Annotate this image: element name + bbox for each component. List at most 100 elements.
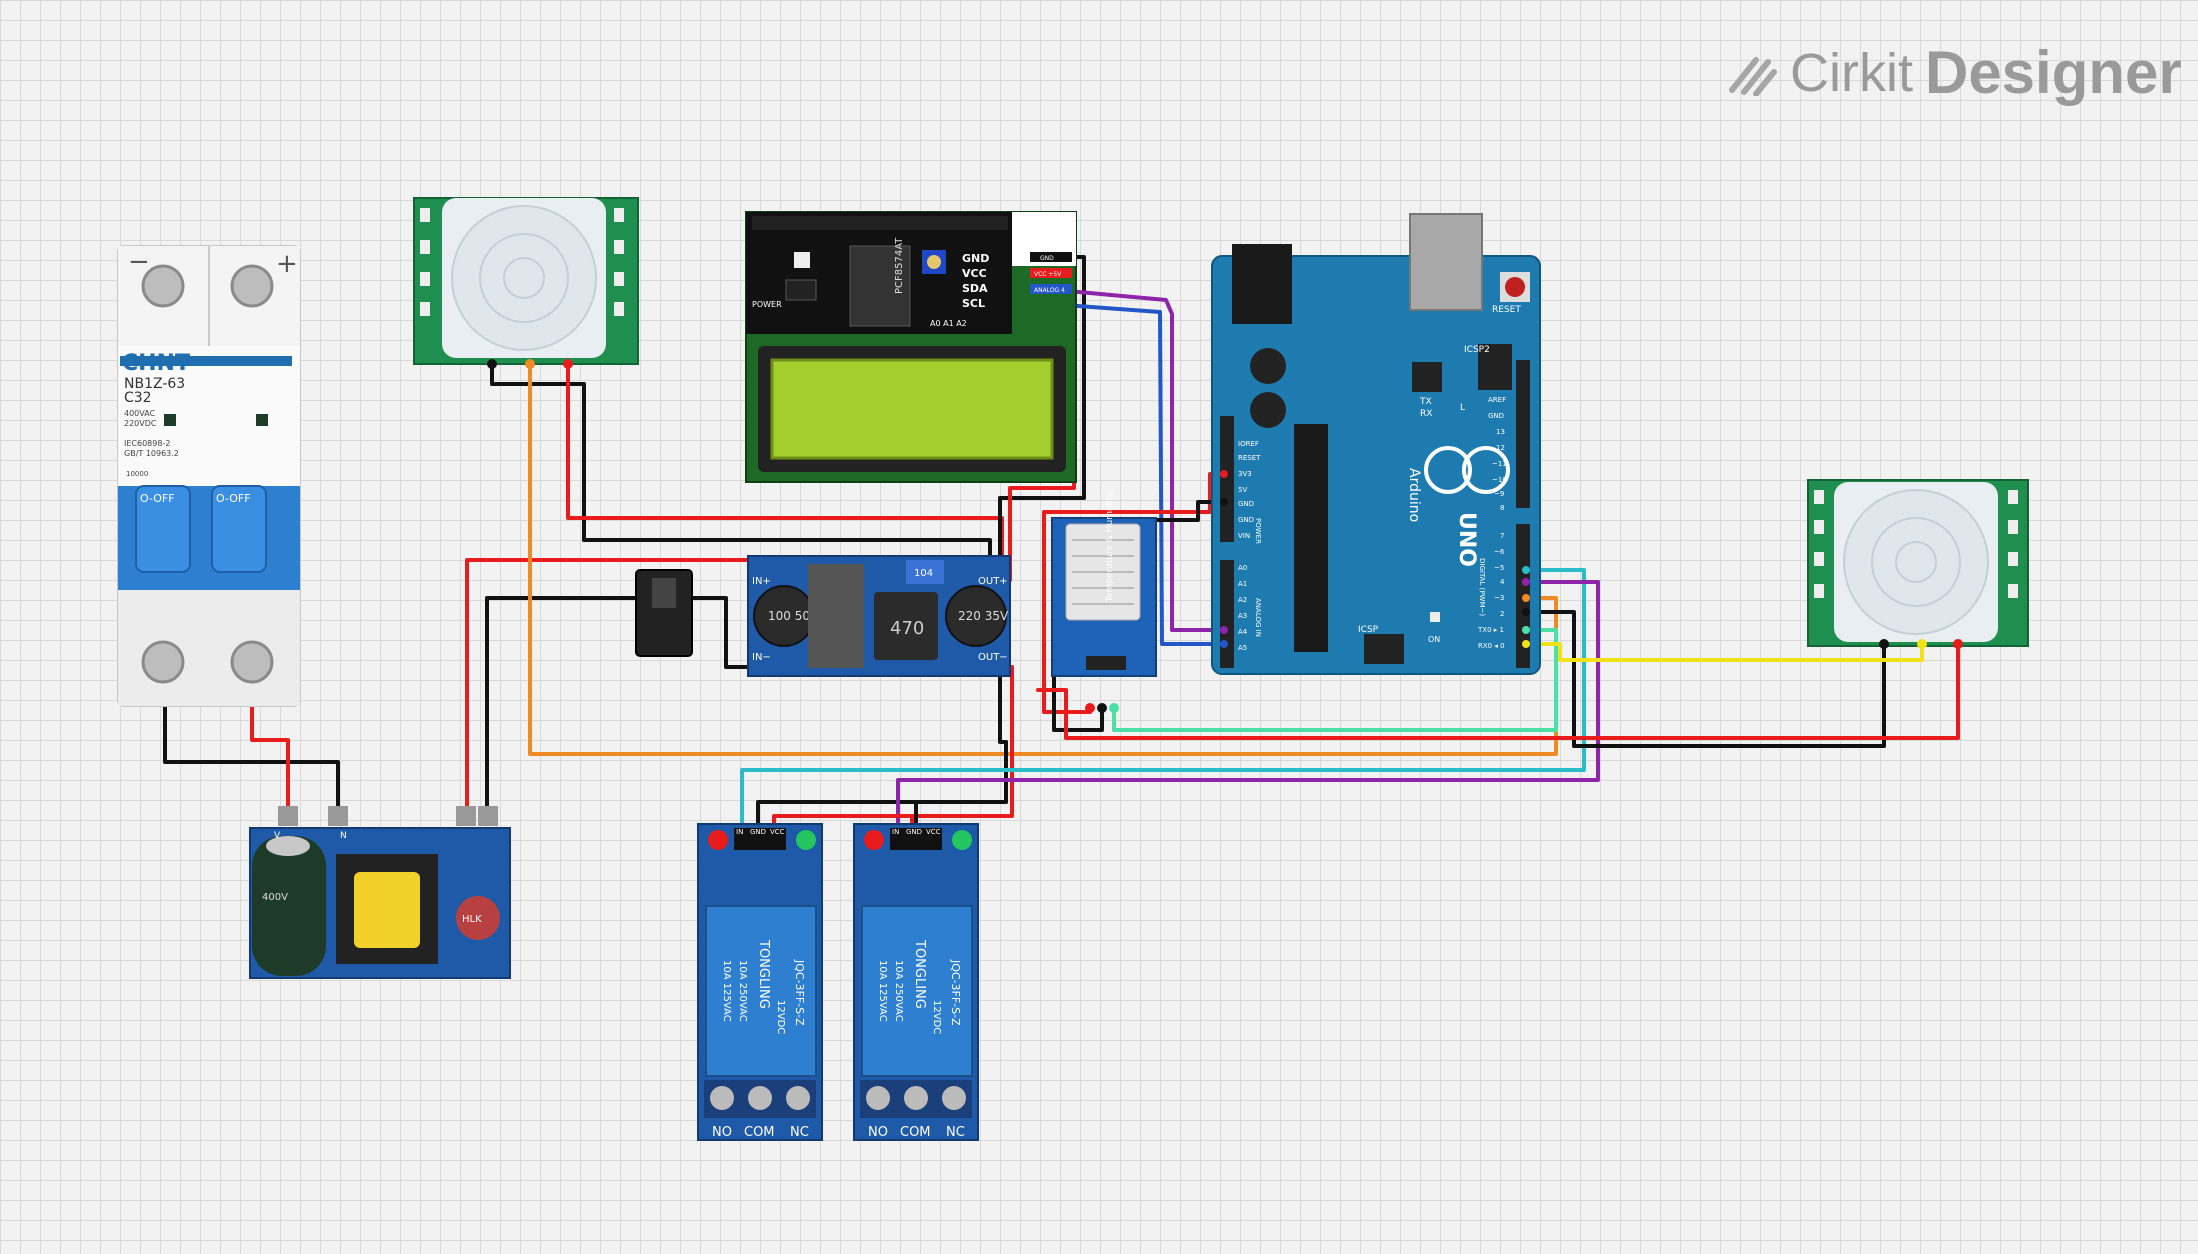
pin-label: ~6 bbox=[1494, 548, 1505, 556]
icsp-header bbox=[1364, 634, 1404, 664]
terminal-screw-icon[interactable] bbox=[866, 1086, 890, 1110]
pin-label: 5V bbox=[1238, 486, 1247, 494]
relay1-term-no: NO bbox=[712, 1125, 732, 1140]
pin-a5[interactable] bbox=[1220, 640, 1228, 648]
arduino-uno[interactable]: RESET ICSP2 TX RX L UNO Arduino ICSP ON … bbox=[1211, 213, 1541, 675]
relay-module-2[interactable]: IN GND VCC TONGLING 10A 250VAC 10A 125VA… bbox=[853, 823, 979, 1141]
wire-pir2-gnd[interactable] bbox=[1524, 610, 1886, 748]
pin-vcc[interactable] bbox=[1953, 639, 1963, 649]
pin-d2[interactable] bbox=[1522, 608, 1530, 616]
relay-module-1[interactable]: IN GND VCC TONGLING 10A 250VAC 10A 125VA… bbox=[697, 823, 823, 1141]
capacitor-icon bbox=[456, 896, 500, 940]
wire-breaker-n[interactable] bbox=[163, 670, 340, 820]
buck-cap-a: 100 50V bbox=[768, 609, 819, 623]
pir-sensor-1[interactable] bbox=[413, 197, 639, 369]
digital-top-labels: AREF GND 13 12 ~11 ~10 ~9 8 bbox=[1488, 396, 1507, 512]
regulator-icon bbox=[808, 564, 864, 668]
pin-label: ~10 bbox=[1492, 476, 1507, 484]
pin-data[interactable] bbox=[1109, 703, 1119, 713]
pin-gnd[interactable] bbox=[1220, 498, 1228, 506]
terminal-screw-icon[interactable] bbox=[786, 1086, 810, 1110]
wire-lcd-sda[interactable] bbox=[1022, 285, 1226, 632]
wire-relay2-in[interactable] bbox=[896, 580, 1600, 824]
pin-vcc[interactable] bbox=[563, 359, 573, 369]
lcd-pin-gnd: GND bbox=[962, 252, 989, 265]
wire-pir1-out[interactable] bbox=[528, 360, 1558, 756]
pin-d5[interactable] bbox=[1522, 566, 1530, 574]
dc-barrel-jack[interactable] bbox=[635, 569, 693, 657]
pin-gnd[interactable] bbox=[1879, 639, 1889, 649]
relay1-pin-in: IN bbox=[736, 828, 743, 836]
terminal-screw-icon[interactable] bbox=[748, 1086, 772, 1110]
pin-label: A3 bbox=[1238, 612, 1247, 620]
terminal-screw-icon[interactable] bbox=[942, 1086, 966, 1110]
lcd-pin-sda: SDA bbox=[962, 282, 988, 295]
pin-d4[interactable] bbox=[1522, 578, 1530, 586]
buck-out-minus: OUT− bbox=[978, 652, 1008, 663]
relay1-spec-b: 10A 125VAC bbox=[721, 960, 732, 1022]
buck-out-plus: OUT+ bbox=[978, 576, 1008, 587]
pin-d3[interactable] bbox=[1522, 594, 1530, 602]
relay2-term-nc: NC bbox=[946, 1125, 965, 1140]
relay-coil-icon bbox=[861, 905, 973, 1077]
pir-lens-icon bbox=[451, 205, 597, 351]
breaker-std-b: GB/T 10963.2 bbox=[124, 449, 179, 458]
relay1-coil: 12VDC bbox=[775, 1000, 786, 1034]
terminal-screw-icon[interactable] bbox=[710, 1086, 734, 1110]
wire-pir2-out[interactable] bbox=[1524, 642, 1924, 662]
buck-converter[interactable]: IN+ IN− OUT+ OUT− 100 50V 220 35V 470 10… bbox=[747, 555, 1011, 677]
pin-d0[interactable] bbox=[1522, 640, 1530, 648]
buck-in-minus: IN− bbox=[752, 652, 771, 663]
circuit-breaker[interactable]: − + CHNT NB1Z-63 C32 400VAC 220VDC IEC60… bbox=[117, 245, 301, 707]
relay2-spec-a: 10A 250VAC bbox=[893, 960, 904, 1022]
arduino-icsp2-label: ICSP2 bbox=[1464, 345, 1490, 355]
relay2-coil: 12VDC bbox=[931, 1000, 942, 1034]
pin-5v[interactable] bbox=[1220, 470, 1228, 478]
lcd-display-i2c[interactable]: PCF8574AT POWER A0 A1 A2 GND VCC SDA SCL… bbox=[745, 211, 1077, 483]
capacitor-icon bbox=[1250, 392, 1286, 428]
pin-label: 7 bbox=[1500, 532, 1504, 540]
digital-group-label: DIGITAL (PWM~) bbox=[1478, 558, 1486, 616]
pir-sensor-2[interactable] bbox=[1807, 479, 2029, 649]
pin-a4[interactable] bbox=[1220, 626, 1228, 634]
breaker-off-a: O-OFF bbox=[140, 492, 175, 505]
power-led-icon bbox=[708, 830, 728, 850]
hlk-power-module[interactable]: 400V HLK V N bbox=[249, 806, 511, 979]
capacitor-icon bbox=[945, 585, 1007, 647]
arduino-on-label: ON bbox=[1428, 635, 1440, 644]
wire-lcd-scl[interactable] bbox=[1022, 300, 1226, 646]
arduino-reset-label: RESET bbox=[1492, 305, 1521, 315]
pin-out[interactable] bbox=[525, 359, 535, 369]
wire-buck-out-gnd[interactable] bbox=[756, 665, 1008, 824]
pin-gnd[interactable] bbox=[487, 359, 497, 369]
pin-gnd[interactable] bbox=[1097, 703, 1107, 713]
relay2-pin-vcc: VCC bbox=[926, 828, 941, 836]
breaker-std-a: IEC60898-2 bbox=[124, 439, 170, 448]
dht11-sensor[interactable]: Temperature & Humidity bbox=[1051, 491, 1157, 713]
tag-sda: ANALOG 4 bbox=[1034, 287, 1065, 294]
wire-dht-data[interactable] bbox=[1112, 628, 1558, 732]
arduino-icsp-label: ICSP bbox=[1358, 625, 1379, 635]
trim-pot-icon[interactable] bbox=[906, 560, 944, 584]
relay2-pin-gnd: GND bbox=[906, 828, 922, 836]
lcd-addr-label: A0 A1 A2 bbox=[930, 319, 967, 328]
relay1-part: JQC-3FF-S-Z bbox=[793, 959, 806, 1026]
pin-label: 13 bbox=[1496, 428, 1505, 436]
pin-label: GND bbox=[1488, 412, 1504, 420]
relay2-term-com: COM bbox=[900, 1125, 931, 1140]
wire-pir1-gnd[interactable] bbox=[490, 360, 992, 582]
wire-relay1-vcc[interactable] bbox=[772, 814, 914, 824]
pin-label: A0 bbox=[1238, 564, 1247, 572]
wire-relay1-in[interactable] bbox=[740, 568, 1586, 824]
relay1-pin-gnd: GND bbox=[750, 828, 766, 836]
wire-pir2-vcc[interactable] bbox=[1036, 642, 1960, 740]
pin-out[interactable] bbox=[1917, 639, 1927, 649]
terminal-screw-icon[interactable] bbox=[904, 1086, 928, 1110]
lcd-power-label: POWER bbox=[752, 300, 782, 309]
pin-d1[interactable] bbox=[1522, 626, 1530, 634]
wire-buck-out-plus[interactable] bbox=[910, 665, 1014, 824]
relay2-part: JQC-3FF-S-Z bbox=[949, 959, 962, 1026]
pin-vcc[interactable] bbox=[1085, 703, 1095, 713]
wire-hlk-minus[interactable] bbox=[485, 596, 762, 820]
